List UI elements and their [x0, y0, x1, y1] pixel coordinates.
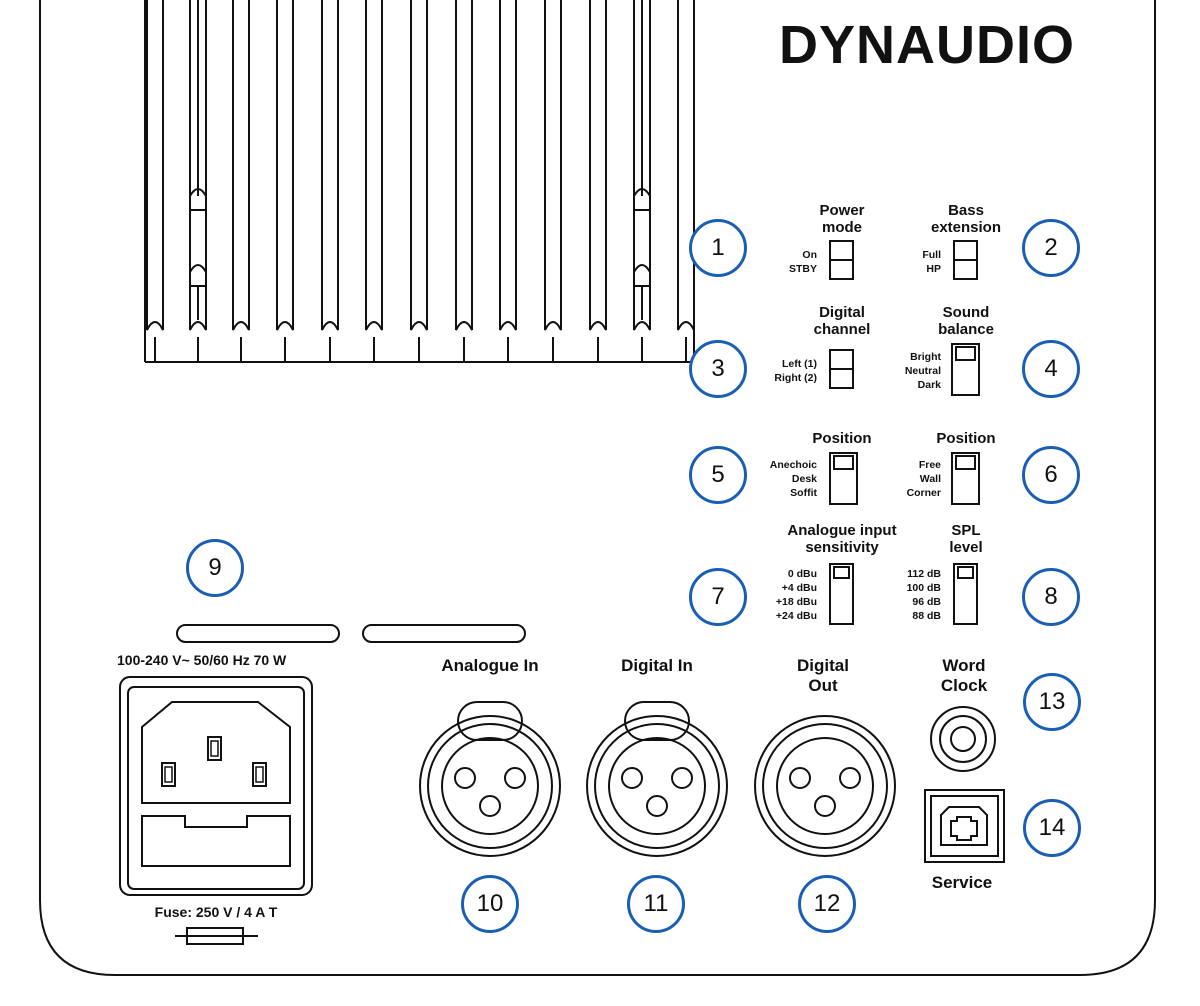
callout-9: 9: [186, 539, 244, 597]
callout-7: 7: [689, 568, 747, 626]
heat-sink-fin: [189, 0, 207, 362]
word-clock-label: Word Clock: [940, 656, 988, 695]
bass-extension-options: Full HP: [922, 249, 941, 275]
analogue-sensitivity-switch[interactable]: [829, 563, 854, 625]
power-mode-switch[interactable]: [829, 240, 854, 280]
digital-channel-title: Digital channel: [813, 304, 871, 339]
digital-in-label: Digital In: [621, 656, 693, 675]
heat-sink-fin: [232, 0, 250, 362]
callout-6: 6: [1022, 446, 1080, 504]
analogue-sensitivity-title: Analogue input sensitivity: [787, 522, 897, 557]
heat-sink-fin: [276, 0, 294, 362]
fuse-symbol: [175, 927, 258, 945]
vent-slot-right: [362, 624, 526, 643]
position-left-options: Anechoic Desk Soffit: [769, 459, 817, 499]
heat-sink-fin: [589, 0, 607, 362]
sound-balance-switch[interactable]: [951, 343, 980, 396]
position-left-title: Position: [812, 430, 872, 447]
spl-level-title: SPL level: [949, 522, 983, 557]
callout-14: 14: [1023, 799, 1081, 857]
callout-1: 1: [689, 219, 747, 277]
position-right-options: Free Wall Corner: [906, 459, 941, 499]
callout-2: 2: [1022, 219, 1080, 277]
callout-12: 12: [798, 875, 856, 933]
service-label: Service: [931, 873, 993, 892]
heat-sink-fin: [499, 0, 517, 362]
position-left-switch[interactable]: [829, 452, 858, 505]
callout-11: 11: [627, 875, 685, 933]
sound-balance-options: Bright Neutral Dark: [904, 351, 941, 391]
power-rating-label: 100-240 V~ 50/60 Hz 70 W: [117, 652, 287, 668]
callout-10: 10: [461, 875, 519, 933]
spl-level-switch[interactable]: [953, 563, 978, 625]
heat-sink-fin: [321, 0, 339, 362]
analogue-in-label: Analogue In: [441, 656, 539, 675]
heat-sink-fin: [365, 0, 383, 362]
callout-4: 4: [1022, 340, 1080, 398]
heat-sink-fin: [544, 0, 562, 362]
heat-sink-fin: [146, 0, 164, 362]
callout-3: 3: [689, 340, 747, 398]
digital-channel-options: Left (1) Right (2): [774, 358, 817, 384]
callout-8: 8: [1022, 568, 1080, 626]
word-clock-connector: [930, 706, 996, 772]
heat-sink-fin: [455, 0, 473, 362]
bass-extension-title: Bass extension: [930, 202, 1002, 237]
heat-sink-fin: [633, 0, 651, 362]
usb-service-port: [924, 789, 1005, 863]
analogue-sensitivity-options: 0 dBu +4 dBu +18 dBu +24 dBu: [775, 568, 817, 622]
vent-slot-left: [176, 624, 340, 643]
callout-5: 5: [689, 446, 747, 504]
position-right-title: Position: [936, 430, 996, 447]
digital-out-label: Digital Out: [797, 656, 849, 695]
power-mode-title: Power mode: [819, 202, 865, 237]
callout-13: 13: [1023, 673, 1081, 731]
dynaudio-logo: DYNAUDIO: [778, 15, 1075, 75]
position-right-switch[interactable]: [951, 452, 980, 505]
fuse-label: Fuse: 250 V / 4 A T: [154, 904, 278, 920]
bass-extension-switch[interactable]: [953, 240, 978, 280]
panel-outline: [39, 0, 1156, 976]
heat-sink-fin: [410, 0, 428, 362]
power-inlet: [119, 676, 313, 896]
power-mode-options: On STBY: [788, 249, 817, 275]
heat-sink: [144, 0, 695, 363]
heat-sink-fin: [677, 0, 695, 362]
spl-level-options: 112 dB 100 dB 96 dB 88 dB: [906, 568, 941, 622]
xlr-digital-out: [754, 715, 896, 857]
digital-channel-switch[interactable]: [829, 349, 854, 389]
xlr-digital-in: [586, 701, 728, 857]
xlr-analogue-in: [419, 701, 561, 857]
sound-balance-title: Sound balance: [938, 304, 994, 339]
